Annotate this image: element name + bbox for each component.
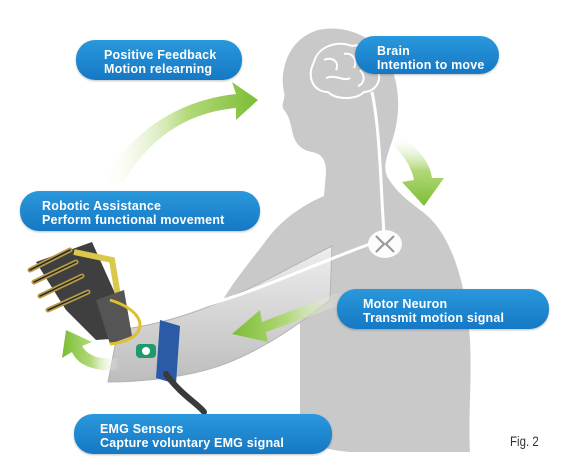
callout-brain: Brain Intention to move [355,36,499,74]
callout-emg-sensors-title: EMG Sensors [100,422,184,436]
figure-label: Fig. 2 [510,433,539,449]
brain-outline [309,42,381,99]
callout-emg-sensors-subtitle: Capture voluntary EMG signal [100,436,285,450]
callout-positive-feedback: Positive Feedback Motion relearning [76,40,242,80]
callout-brain-subtitle: Intention to move [377,58,485,72]
human-silhouette [224,28,471,452]
nerve-pathway [127,91,386,324]
callout-motor-neuron-subtitle: Transmit motion signal [363,311,505,325]
callout-motor-neuron: Motor Neuron Transmit motion signal [337,289,549,329]
callout-positive-feedback-title: Positive Feedback [104,48,217,62]
arrow-brain-to-spine [394,134,444,206]
arrow-emg-loop [62,330,120,371]
robotic-hand-illustration [27,242,207,415]
callout-emg-sensors: EMG Sensors Capture voluntary EMG signal [74,414,332,454]
spinal-cord-icon [368,230,402,258]
callout-positive-feedback-subtitle: Motion relearning [104,62,213,76]
callout-robotic-assistance: Robotic Assistance Perform functional mo… [20,191,260,231]
arrow-spine-to-arm [232,292,344,342]
arrow-feedback [100,82,258,186]
callout-robotic-assistance-subtitle: Perform functional movement [42,213,225,227]
callout-robotic-assistance-title: Robotic Assistance [42,199,162,213]
callout-brain-title: Brain [377,44,410,58]
callout-motor-neuron-title: Motor Neuron [363,297,448,311]
